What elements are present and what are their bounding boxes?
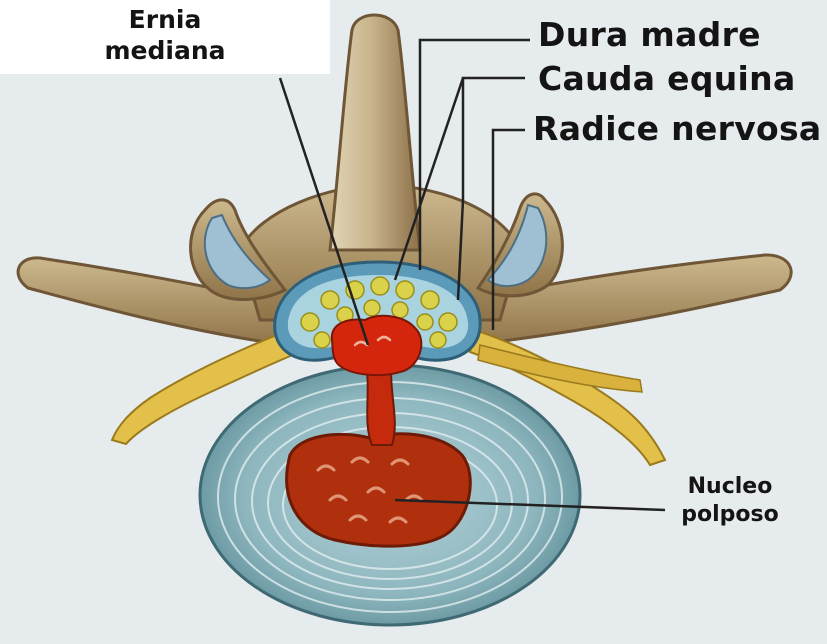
- label-ernia-line1: Ernia: [0, 4, 330, 35]
- spinous-process: [330, 15, 420, 250]
- label-nucleo-line1: Nucleo: [672, 473, 788, 501]
- label-ernia-mediana: Ernia mediana: [0, 4, 330, 66]
- label-radice-nervosa: Radice nervosa: [533, 111, 822, 147]
- label-dura-madre: Dura madre: [538, 17, 761, 53]
- label-cauda-equina: Cauda equina: [538, 61, 796, 97]
- label-nucleo-line2: polposo: [672, 501, 788, 529]
- median-herniation: [332, 316, 421, 375]
- label-ernia-line2: mediana: [0, 35, 330, 66]
- label-nucleo-polposo: Nucleo polposo: [672, 473, 788, 529]
